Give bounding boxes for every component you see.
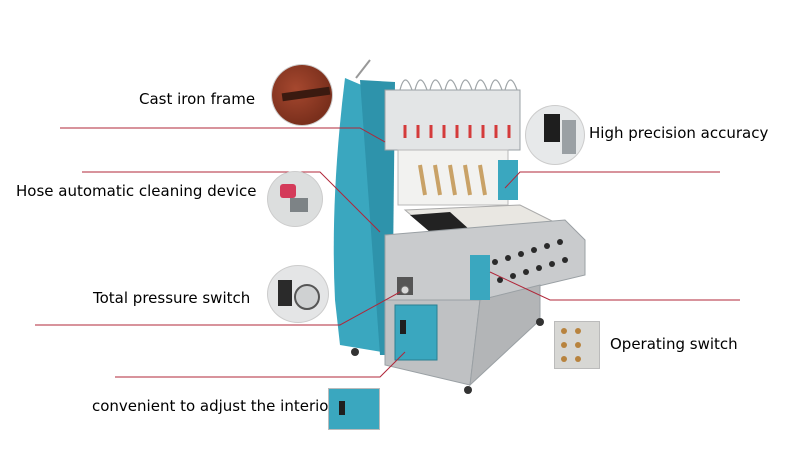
casters bbox=[351, 318, 544, 394]
door-handle bbox=[400, 320, 406, 334]
upper-accent bbox=[498, 160, 518, 200]
callout-total-pressure: Total pressure switch bbox=[93, 289, 251, 307]
nozzle-row bbox=[403, 125, 511, 138]
pressure-regulator bbox=[397, 277, 413, 295]
leader-operating bbox=[489, 271, 740, 301]
hose-thumbnail bbox=[268, 172, 322, 226]
leader-lines bbox=[35, 127, 740, 378]
antenna bbox=[355, 59, 371, 79]
dispensing-head bbox=[384, 89, 521, 151]
leader-cast-iron bbox=[60, 127, 386, 143]
hose-loops bbox=[399, 79, 518, 91]
precision-thumbnail bbox=[526, 106, 584, 164]
callout-hose-cleaning: Hose automatic cleaning device bbox=[16, 182, 257, 200]
side-accent bbox=[470, 255, 490, 300]
cast-iron-thumbnail bbox=[272, 65, 332, 125]
brass-nozzles bbox=[418, 164, 487, 196]
leader-precision bbox=[504, 171, 720, 189]
callout-high-precision: High precision accuracy bbox=[589, 124, 769, 142]
work-plate bbox=[410, 212, 470, 232]
callout-cast-iron-frame: Cast iron frame bbox=[139, 90, 256, 108]
pressure-thumbnail bbox=[268, 266, 328, 322]
callout-adjust-interior: convenient to adjust the interior bbox=[92, 397, 335, 415]
interior-thumbnail bbox=[328, 388, 380, 430]
leader-hose bbox=[82, 171, 381, 233]
callout-operating-switch: Operating switch bbox=[610, 335, 738, 353]
leader-pressure bbox=[35, 291, 401, 326]
operating-knobs bbox=[492, 239, 568, 283]
operating-thumbnail bbox=[554, 321, 600, 369]
leader-interior bbox=[115, 351, 406, 378]
